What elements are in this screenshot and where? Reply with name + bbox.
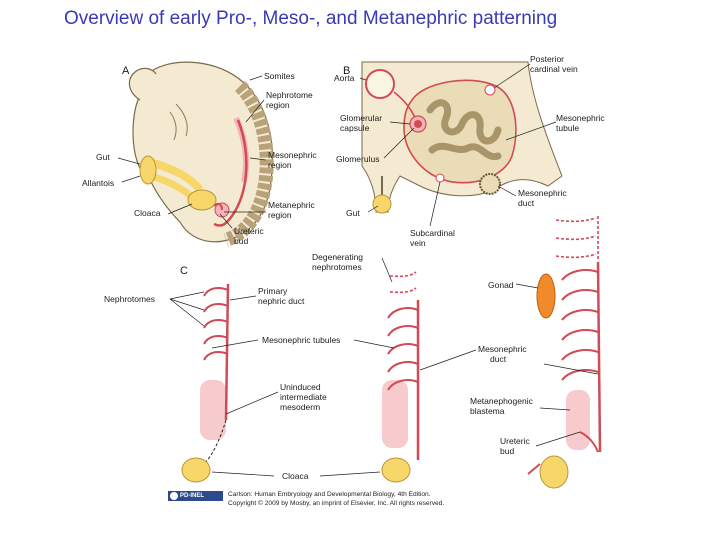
credit-line-1: Carlson: Human Embryology and Developmen… xyxy=(228,491,431,498)
ureteric-bud-stage-3 xyxy=(579,431,599,453)
label-mesonephric-tubule-2: tubule xyxy=(556,123,579,133)
label-mesonephric-tubules: Mesonephric tubules xyxy=(262,335,340,345)
metanephrogenic-blastema xyxy=(566,390,590,450)
degenerating-nephrotomes xyxy=(389,287,417,294)
label-ureteric-bud-c-1: Ureteric xyxy=(500,436,531,446)
label-glomerular-capsule-1: Glomerular xyxy=(340,113,382,123)
uninduced-mesoderm xyxy=(200,380,226,440)
aorta xyxy=(365,69,395,99)
gut-b xyxy=(372,194,392,214)
label-uninduced-2: intermediate xyxy=(280,392,327,402)
label-gut-b: Gut xyxy=(346,208,360,218)
cloaca-outlet xyxy=(527,463,541,475)
panel-b-letter: B xyxy=(343,65,350,77)
label-uninduced-1: Uninduced xyxy=(280,382,321,392)
mesonephric-tubule xyxy=(426,99,502,145)
label-posterior-cardinal-1: Posterior xyxy=(530,54,564,64)
page-title: Overview of early Pro-, Meso-, and Metan… xyxy=(64,8,558,29)
label-metanephogenic-1: Metanephogenic xyxy=(470,396,534,406)
cloaca-stage-3 xyxy=(539,455,569,489)
mesonephric-tubule xyxy=(428,142,502,161)
label-mesonephric-duct-b-2: duct xyxy=(518,198,535,208)
panel-a: A Somites xyxy=(82,61,317,247)
label-mesonephric-duct-b-1: Mesonephric xyxy=(518,188,567,198)
label-allantois: Allantois xyxy=(82,178,114,188)
label-degenerating-2: nephrotomes xyxy=(312,262,362,272)
subcardinal-vein xyxy=(435,173,445,183)
image-credit: Carlson: Human Embryology and Developmen… xyxy=(228,490,444,508)
panel-a-letter: A xyxy=(122,65,130,77)
label-ureteric-bud-c-2: bud xyxy=(500,446,514,456)
label-nephrotome-1: Nephrotome xyxy=(266,90,313,100)
label-metanephogenic-2: blastema xyxy=(470,406,505,416)
mesonephric-tubules-stage-3 xyxy=(561,269,599,381)
label-mesonephric-duct-c-1: Mesonephric xyxy=(478,344,527,354)
label-glomerulus: Glomerulus xyxy=(336,154,379,164)
label-ureteric-bud-a-2: bud xyxy=(234,236,248,246)
credit-line-2: Copyright © 2009 by Mosby, an imprint of… xyxy=(228,500,445,507)
label-mesonephric-region-1: Mesonephric xyxy=(268,150,317,160)
somites xyxy=(223,81,274,247)
label-nephrotome-2: region xyxy=(266,100,290,110)
label-posterior-cardinal-2: cardinal vein xyxy=(530,64,578,74)
nephrotomes-stage-1 xyxy=(203,287,229,361)
label-gonad: Gonad xyxy=(488,280,514,290)
glomerular-capillaries xyxy=(414,120,422,128)
label-mesonephric-duct-c-2: duct xyxy=(490,354,507,364)
label-mesonephric-region-2: region xyxy=(268,160,292,170)
mesonephric-tubules-stage-2 xyxy=(387,307,419,391)
label-degenerating-1: Degenerating xyxy=(312,252,363,262)
stage-3 xyxy=(527,216,602,489)
label-glomerular-capsule-2: capsule xyxy=(340,123,370,133)
label-aorta: Aorta xyxy=(334,73,355,83)
license-icon xyxy=(170,492,178,500)
license-logo-text: PD-INEL xyxy=(180,493,204,499)
label-subcardinal-1: Subcardinal xyxy=(410,228,455,238)
label-subcardinal-2: vein xyxy=(410,238,426,248)
panel-b: B Aorta Poster xyxy=(334,54,605,248)
label-metanephric-region-2: region xyxy=(268,210,292,220)
label-mesonephric-tubule-1: Mesonephric xyxy=(556,113,605,123)
license-logo: PD-INEL xyxy=(168,491,223,501)
label-metanephric-region-1: Metanephric xyxy=(268,200,316,210)
label-gut-a: Gut xyxy=(96,152,110,162)
embryo-head xyxy=(128,67,157,101)
label-ureteric-bud-a-1: Ureteric xyxy=(234,226,265,236)
stage-2 xyxy=(381,271,420,483)
label-cloaca-a: Cloaca xyxy=(134,208,161,218)
panel-c-letter: C xyxy=(180,265,188,277)
mesoderm-stage-2 xyxy=(382,380,408,448)
panel-c: C xyxy=(104,216,602,489)
degenerating-nephrotomes-stage-3 xyxy=(555,217,597,259)
cloaca-stage-1 xyxy=(181,457,211,483)
cloaca-stage-2 xyxy=(381,457,411,483)
pharyngeal-arch xyxy=(175,103,188,137)
mesonephric-duct-stage-3 xyxy=(596,261,602,453)
label-primary-duct-2: nephric duct xyxy=(258,296,305,306)
label-nephrotomes: Nephrotomes xyxy=(104,294,155,304)
pharyngeal-arch xyxy=(169,111,177,141)
label-primary-duct-1: Primary xyxy=(258,286,288,296)
gut-stump xyxy=(139,155,157,185)
stage-1 xyxy=(181,283,230,483)
degenerating-nephrotomes xyxy=(389,271,417,278)
mesonephric-duct-b xyxy=(479,173,501,195)
cloaca xyxy=(187,189,217,211)
label-somites: Somites xyxy=(264,71,295,81)
label-uninduced-3: mesoderm xyxy=(280,402,320,412)
posterior-cardinal-vein xyxy=(484,84,496,96)
embryo-body xyxy=(132,61,274,243)
gonad xyxy=(536,273,556,319)
ureteric-bud xyxy=(213,202,223,211)
label-cloaca-c: Cloaca xyxy=(282,471,309,481)
